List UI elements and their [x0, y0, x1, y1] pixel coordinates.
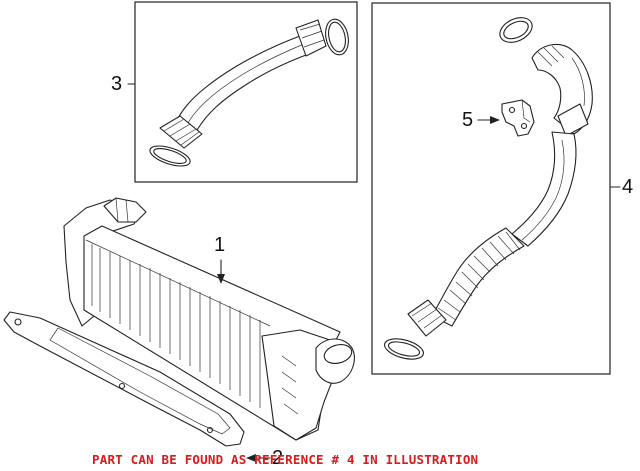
- callout-3: 3: [111, 73, 123, 95]
- part-3-charge-air-hose: [149, 18, 349, 167]
- callout-5: 5: [462, 109, 474, 131]
- reference-note: PART CAN BE FOUND AS REFERENCE # 4 IN IL…: [92, 452, 479, 467]
- callout-2: 2: [272, 447, 284, 469]
- part-3-detail-box: [134, 1, 358, 183]
- callout-4: 4: [622, 176, 634, 198]
- leader-lines: [127, 83, 621, 462]
- part-5-bracket: [501, 99, 535, 137]
- part-4-detail-box: [371, 2, 611, 375]
- part-4-charge-air-duct: [383, 17, 593, 360]
- part-2-support-bracket: [3, 311, 245, 447]
- callout-1: 1: [214, 234, 226, 256]
- part-1-intercooler: [63, 197, 355, 441]
